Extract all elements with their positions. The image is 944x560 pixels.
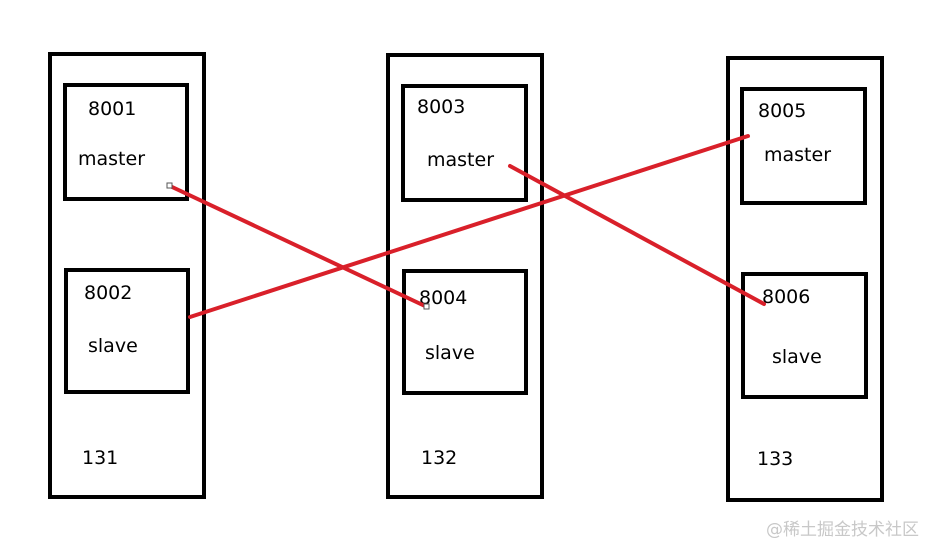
node-8006-port: 8006	[762, 286, 811, 308]
node-8001-role: master	[78, 148, 146, 170]
node-8006-role: slave	[772, 346, 822, 368]
node-8003-port: 8003	[417, 96, 466, 118]
server-133-label: 133	[757, 448, 794, 470]
server-131-label: 131	[82, 447, 119, 469]
server-132-label: 132	[421, 447, 458, 469]
node-8002-port: 8002	[84, 282, 133, 304]
watermark: @稀土掘金技术社区	[766, 520, 919, 540]
node-8003-role: master	[427, 149, 495, 171]
node-8001-box	[63, 83, 189, 201]
node-8002-role: slave	[88, 335, 138, 357]
node-8001-port: 8001	[88, 98, 137, 120]
node-8005-role: master	[764, 144, 832, 166]
node-8004-port: 8004	[419, 287, 468, 309]
node-8005-port: 8005	[758, 100, 807, 122]
node-8004-role: slave	[425, 342, 475, 364]
